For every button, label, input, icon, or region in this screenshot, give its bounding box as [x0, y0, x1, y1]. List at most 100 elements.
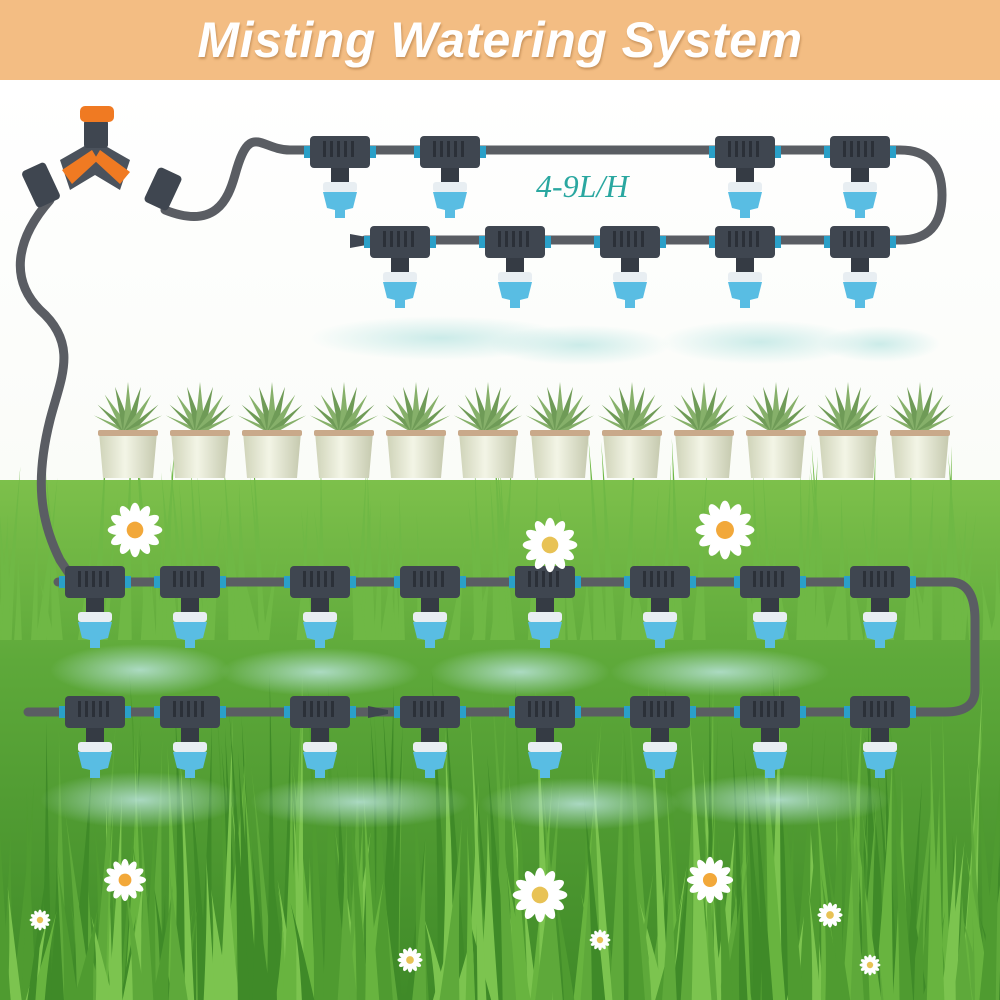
grass-blade — [680, 756, 694, 1000]
grass-blade — [721, 891, 742, 1000]
daisy-flower-icon — [107, 502, 163, 558]
grass-blade — [363, 470, 376, 640]
mist-nozzle-assembly — [364, 226, 436, 308]
grass-blade — [152, 885, 173, 1000]
daisy-flowers — [29, 500, 881, 976]
grass-blade — [261, 539, 281, 640]
grass-blade — [601, 441, 617, 640]
pot — [747, 432, 805, 478]
grass-blade — [802, 456, 818, 640]
grass-blade — [588, 438, 607, 640]
mist-nozzle-icon — [728, 272, 762, 308]
grass-blade — [91, 915, 114, 1000]
pot — [243, 432, 301, 478]
tee-connector-icon — [624, 566, 696, 612]
tee-connector-icon — [844, 696, 916, 742]
mist-nozzle-assembly — [824, 136, 896, 218]
grass-blade — [551, 528, 566, 640]
grass-blade — [979, 778, 1000, 1000]
grass-blade — [293, 673, 304, 1000]
tee-connector-icon — [844, 566, 916, 612]
mist-nozzle-icon — [643, 612, 677, 648]
grass-blade — [861, 807, 870, 1000]
flow-rate-label: 4-9L/H — [536, 168, 629, 204]
tee-connector-icon — [709, 226, 781, 272]
tee-connector-icon — [394, 696, 466, 742]
grass-blade — [14, 551, 22, 640]
grass-blade — [468, 499, 485, 640]
grass-blade — [174, 701, 192, 1000]
grass-blade — [387, 741, 404, 1000]
grass-blade — [621, 431, 636, 640]
mist-nozzle-icon — [413, 612, 447, 648]
mist-nozzle-icon — [413, 742, 447, 778]
tee-connector-icon — [364, 226, 436, 272]
grass-blade — [290, 902, 315, 1000]
mist-nozzle-icon — [843, 272, 877, 308]
grass-blade — [161, 472, 180, 640]
mist-nozzle-assembly — [414, 136, 486, 218]
grass-blade — [490, 663, 517, 1000]
tee-connector-icon — [154, 566, 226, 612]
tee-connector-icon — [734, 696, 806, 742]
grass-blade — [117, 441, 132, 640]
grass-blade — [444, 694, 468, 1000]
pot — [171, 432, 229, 478]
grass-blade — [0, 514, 11, 640]
pot — [99, 432, 157, 478]
mist-nozzle-icon — [78, 612, 112, 648]
grass-blade — [465, 825, 476, 1000]
tee-connectors — [59, 136, 916, 778]
aloe-plant-icon — [525, 382, 595, 478]
tee-connector-icon — [414, 136, 486, 182]
mist-nozzle-assembly — [844, 696, 916, 778]
pot — [387, 432, 445, 478]
aloe-plant-icon — [885, 382, 955, 478]
grass-blade — [373, 713, 393, 1000]
grass-blade — [820, 872, 843, 1000]
grass-blade — [73, 904, 99, 1000]
mist-spray-clouds — [40, 316, 940, 830]
daisy-flower-icon — [522, 517, 578, 573]
mist-nozzle-icon — [843, 182, 877, 218]
daisy-flower-icon — [29, 909, 51, 931]
mist-nozzle-assembly — [394, 566, 466, 648]
mist-nozzle-icon — [173, 612, 207, 648]
tee-connector-icon — [824, 136, 896, 182]
grass-blade — [141, 796, 156, 1000]
grass-blade — [7, 886, 22, 1000]
grass-blade — [623, 726, 645, 1000]
grass-blade — [393, 550, 400, 640]
title-banner: Misting Watering System — [0, 0, 1000, 80]
grass-blade — [948, 453, 963, 640]
grass-blade — [203, 856, 216, 1000]
grass-blade — [490, 479, 503, 640]
mist-nozzle-icon — [383, 272, 417, 308]
tee-connector-icon — [394, 566, 466, 612]
tee-connector-icon — [734, 566, 806, 612]
mist-nozzle-assembly — [59, 566, 131, 648]
mist-nozzle-assembly — [824, 226, 896, 308]
grass-blade — [249, 473, 267, 640]
daisy-flower-icon — [817, 902, 843, 928]
grass-blade — [0, 833, 11, 1000]
grass-blade — [203, 504, 223, 640]
tee-connector-icon — [709, 136, 781, 182]
mist-nozzle-assembly — [709, 136, 781, 218]
grass-blade — [953, 892, 972, 1000]
pot — [819, 432, 877, 478]
mist-nozzle-assembly — [709, 226, 781, 308]
daisy-flower-icon — [397, 947, 423, 973]
mist-nozzle-icon — [863, 742, 897, 778]
mist-nozzle-assembly — [624, 696, 696, 778]
tee-connector-icon — [509, 696, 581, 742]
tee-connector-icon — [304, 136, 376, 182]
aloe-plant-icon — [165, 382, 235, 478]
grass-blade — [373, 500, 382, 640]
mist-nozzle-icon — [613, 272, 647, 308]
supply-hose — [15, 137, 980, 717]
tee-connector-icon — [509, 566, 581, 612]
mist-nozzle-assembly — [304, 136, 376, 218]
mist-nozzle-assembly — [509, 566, 581, 648]
hose-end-plug-icon — [368, 706, 388, 718]
